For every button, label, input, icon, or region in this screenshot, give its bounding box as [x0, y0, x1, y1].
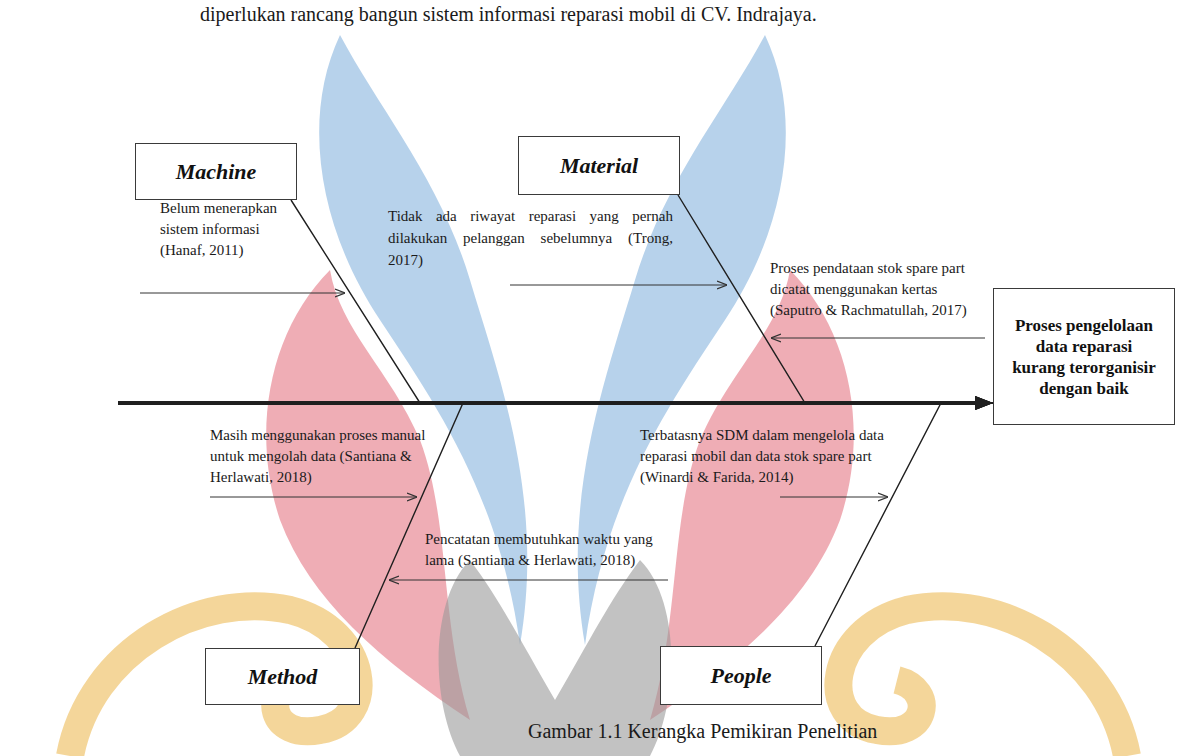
body-text: diperlukan rancang bangun sistem informa… [200, 2, 1100, 26]
cause-arrow [780, 497, 888, 498]
cause-arrow [140, 293, 345, 294]
node-text: Machine [176, 158, 257, 186]
category-box: Material [518, 136, 680, 195]
cause-text: Masih menggunakan proses manual untuk me… [210, 425, 435, 488]
category-box: Machine [135, 143, 297, 200]
cause-text: Pencatatan membutuhkan waktu yang lama (… [425, 529, 660, 571]
node-text: Material [560, 152, 638, 180]
fishbone-bone [291, 200, 993, 403]
node-text: People [710, 662, 771, 690]
cause-arrow [510, 285, 727, 286]
cause-arrow [389, 580, 668, 581]
category-box: People [660, 646, 822, 705]
node-text: Proses pengelolaan data reparasi kurang … [1012, 315, 1157, 399]
fishbone-bone [355, 403, 993, 648]
cause-arrow [210, 497, 417, 498]
cause-text: Proses pendataan stok spare part dicatat… [770, 258, 988, 321]
cause-text: Belum menerapkan sistem informasi (Hanaf… [160, 198, 282, 261]
cause-arrow [771, 338, 985, 339]
fishbone-bone [678, 195, 993, 403]
logo-gold-ornament [838, 606, 1127, 756]
cause-text: Terbatasnya SDM dalam mengelola data rep… [640, 425, 892, 488]
figure-caption: Gambar 1.1 Kerangka Pemikiran Penelitian [528, 718, 1088, 744]
node-text: Method [248, 663, 318, 691]
effect-box: Proses pengelolaan data reparasi kurang … [993, 288, 1175, 425]
cause-text: Tidak ada riwayat reparasi yang pernah d… [388, 205, 673, 271]
category-box: Method [205, 648, 360, 705]
